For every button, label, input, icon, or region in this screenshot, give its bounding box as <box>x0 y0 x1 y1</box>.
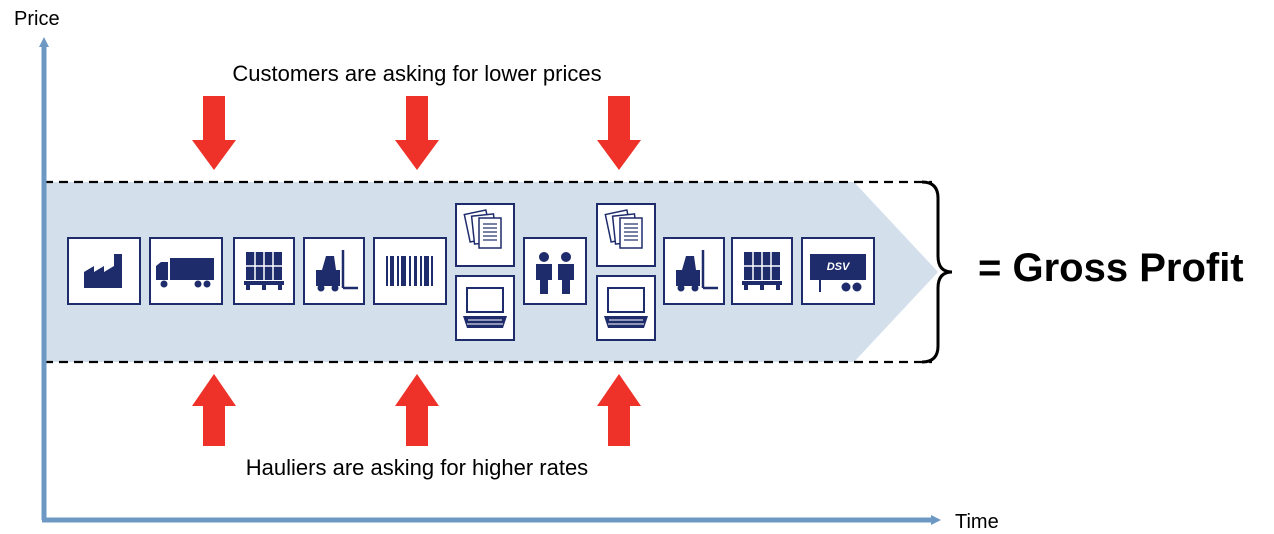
people-icon <box>523 237 587 305</box>
up-arrow-3 <box>597 374 641 446</box>
down-arrow-3 <box>597 96 641 170</box>
y-axis-label: Price <box>14 8 60 30</box>
dsv-trailer-icon: DSV <box>801 237 875 305</box>
down-arrow-2 <box>395 96 439 170</box>
down-arrow-1 <box>192 96 236 170</box>
x-axis-label: Time <box>955 511 999 533</box>
barcode-icon <box>373 237 447 305</box>
pallet-icon <box>731 237 793 305</box>
documents-icon <box>596 203 656 267</box>
gross-profit-label: = Gross Profit <box>978 246 1244 290</box>
documents-icon <box>455 203 515 267</box>
forklift-icon <box>663 237 725 305</box>
profit-brace <box>921 180 953 364</box>
process-band <box>44 182 938 362</box>
truck-icon <box>149 237 223 305</box>
forklift-icon <box>303 237 365 305</box>
up-arrow-1 <box>192 374 236 446</box>
up-arrow-2 <box>395 374 439 446</box>
customers-caption: Customers are asking for lower prices <box>232 61 602 86</box>
factory-icon <box>67 237 141 305</box>
pallet-icon <box>233 237 295 305</box>
dsv-brand-text: DSV <box>827 261 851 273</box>
laptop-icon <box>596 275 656 341</box>
laptop-icon <box>455 275 515 341</box>
hauliers-caption: Hauliers are asking for higher rates <box>245 455 589 480</box>
